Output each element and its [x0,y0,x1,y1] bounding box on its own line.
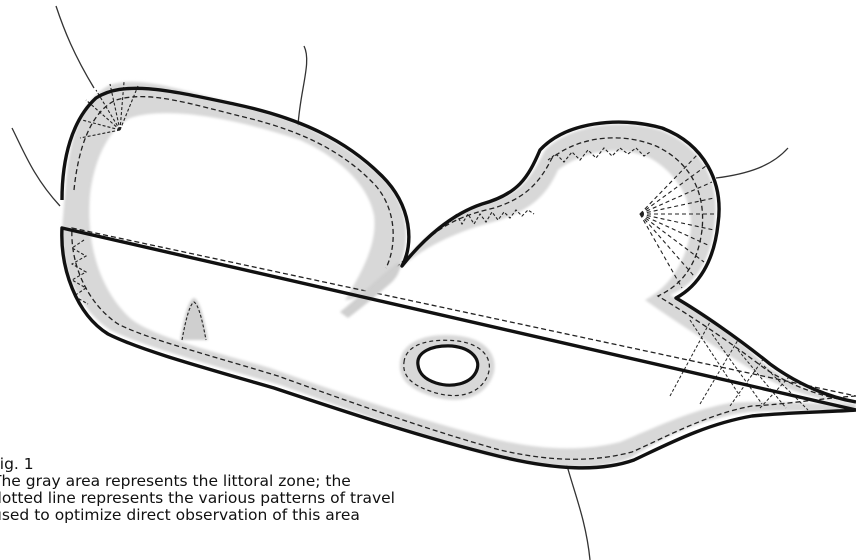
caption-line-3: used to optimize direct observation of t… [0,507,512,524]
figure-caption: Fig. 1 The gray area represents the litt… [0,456,512,524]
caption-line-1: The gray area represents the littoral zo… [0,473,512,490]
island-shoreline [418,346,478,385]
stream-top [298,46,307,126]
stream-bottom [566,462,590,560]
stream-top-left [56,6,94,88]
caption-line-2: dotted line represents the various patte… [0,490,512,507]
stream-right [716,148,788,178]
figure-label: Fig. 1 [0,456,512,473]
open-water [89,113,850,448]
stream-left [12,128,60,206]
